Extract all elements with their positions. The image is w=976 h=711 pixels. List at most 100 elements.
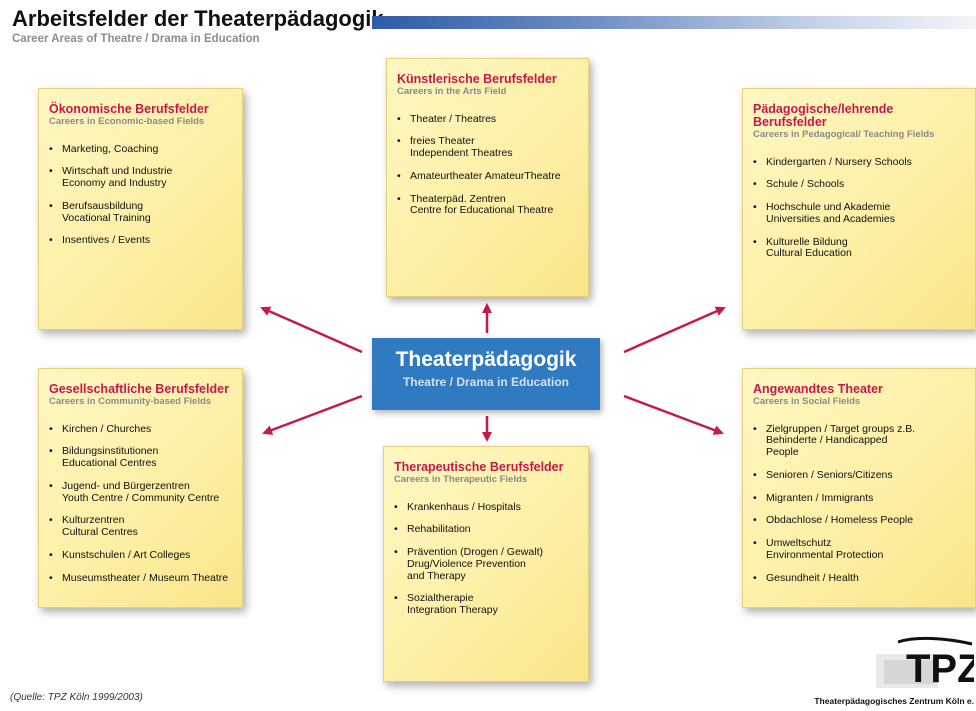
arrow-to-oekonomische [260,306,363,354]
box-list: Kirchen / ChurchesBildungsinstitutionenE… [49,422,232,585]
list-item-line: Museumstheater / Museum Theatre [62,571,229,584]
box-angewandtes-theater: Angewandtes Theater Careers in Social Fi… [742,368,976,608]
list-item-line: Krankenhaus / Hospitals [407,500,521,513]
list-item-line: Wirtschaft und Industrie [62,165,173,178]
tpz-logo: TPZ [876,636,974,691]
list-item: Kunstschulen / Art Colleges [49,548,232,562]
box-list: Theater / Theatres freies TheaterIndepend… [397,112,578,218]
box-list: Marketing, CoachingWirtschaft und Indust… [49,142,232,248]
list-item-line: Zielgruppen / Target groups z.B. [766,422,916,435]
list-item-line: Theater / Theatres [410,112,497,125]
list-item-line: Youth Centre / Community Centre [62,491,220,504]
list-item: Gesundheit / Health [753,572,965,585]
list-item: Obdachlose / Homeless People [753,515,965,527]
list-item: Rehabilitation [394,524,578,536]
box-oekonomische-berufsfelder: Ökonomische Berufsfelder Careers in Econ… [38,88,243,330]
box-subtitle: Careers in Economic-based Fields [49,116,205,128]
list-item: Theater / Theatres [397,112,578,126]
list-item-line: Hochschule und Akademie [766,201,891,214]
box-title: Pädagogische/lehrende Berufsfelder [753,102,894,130]
list-item-line: Kulturzentren [62,514,125,527]
arrow-to-gesellschaftliche [262,394,363,435]
list-item-line: Theaterpäd. Zentren [410,192,506,205]
list-item-line: Integration Therapy [407,604,498,617]
list-item-line: Behinderte / Handicapped [766,434,888,447]
list-item: Insentives / Events [49,235,232,247]
list-item-line: Centre for Educational Theatre [410,204,554,217]
list-item: Kirchen / Churches [49,422,232,436]
source-note: (Quelle: TPZ Köln 1999/2003) [10,692,143,703]
list-item: Kindergarten / Nursery Schools [753,155,965,169]
page-title: Arbeitsfelder der Theaterpädagogik [12,6,384,31]
list-item-line: Insentives / Events [62,234,151,247]
list-item-line: freies Theater [410,135,475,148]
list-item-line: Umweltschutz [766,537,832,550]
list-item-line: Independent Theatres [410,147,513,160]
box-kuenstlerische-berufsfelder: Künstlerische Berufsfelder Careers in th… [386,58,589,297]
list-item-line: Universities and Academies [766,212,895,225]
list-item-line: Kirchen / Churches [62,422,152,435]
box-title: Angewandtes Theater [753,382,883,396]
page-subtitle: Career Areas of Theatre / Drama in Educa… [12,33,260,45]
center-box-theaterpaedagogik: Theaterpädagogik Theatre / Drama in Educ… [372,338,600,410]
list-item-line: Environmental Protection [766,548,884,561]
center-title: Theaterpädagogik [395,348,577,371]
list-item-line: Cultural Centres [62,526,138,539]
list-item-line: Sozialtherapie [407,592,474,605]
list-item-line: and Therapy [407,569,466,582]
list-item-line: Migranten / Immigrants [766,491,874,504]
box-therapeutische-berufsfelder: Therapeutische Berufsfelder Careers in T… [383,446,589,682]
list-item: Amateurtheater AmateurTheatre [397,170,578,183]
list-item-line: Drug/Violence Prevention [407,557,526,570]
list-item-line: Marketing, Coaching [62,142,159,155]
box-title: Gesellschaftliche Berufsfelder [49,382,229,396]
box-title: Therapeutische Berufsfelder [394,460,564,474]
box-subtitle: Careers in Social Fields [753,396,861,408]
list-item-line: Bildungsinstitutionen [62,445,159,458]
box-subtitle: Careers in Pedagogical/ Teaching Fields [753,129,935,141]
list-item: Prävention (Drogen / Gewalt)Drug/Violenc… [394,546,578,582]
list-item-line: Berufsausbildung [62,199,144,212]
list-item-line: Schule / Schools [766,178,845,191]
arrow-to-paedagogische [623,306,726,354]
box-subtitle: Careers in Community-based Fields [49,396,212,408]
list-item: Zielgruppen / Target groups z.B.Behinder… [753,422,965,459]
logo-caption: Theaterpädagogisches Zentrum Köln e. [814,696,974,706]
list-item-line: Kindergarten / Nursery Schools [766,155,912,168]
list-item-line: People [766,446,799,459]
list-item-line: Rehabilitation [407,523,471,536]
list-item-line: Economy and Industry [62,177,167,190]
box-subtitle: Careers in the Arts Field [397,86,507,98]
list-item-line: Cultural Education [766,247,852,260]
box-subtitle: Careers in Therapeutic Fields [394,474,528,486]
box-list: Zielgruppen / Target groups z.B.Behinder… [753,422,965,585]
list-item-line: Senioren / Seniors/Citizens [766,468,893,481]
list-item-line: Vocational Training [62,211,151,224]
list-item: Krankenhaus / Hospitals [394,500,578,514]
list-item: Marketing, Coaching [49,142,232,156]
list-item: Schule / Schools [753,179,965,191]
box-gesellschaftliche-berufsfelder: Gesellschaftliche Berufsfelder Careers i… [38,368,243,608]
box-title: Ökonomische Berufsfelder [49,102,209,116]
center-subtitle: Theatre / Drama in Education [402,375,570,389]
list-item-line: Jugend- und Bürgerzentren [62,479,190,492]
list-item-line: Educational Centres [62,457,157,470]
list-item-line: Kunstschulen / Art Colleges [62,548,191,561]
box-list: Krankenhaus / HospitalsRehabilitationPrä… [394,500,578,617]
list-item: Senioren / Seniors/Citizens [753,468,965,482]
list-item-line: Prävention (Drogen / Gewalt) [407,546,543,559]
box-paedagogische-berufsfelder: Pädagogische/lehrende Berufsfelder Caree… [742,88,976,330]
list-item-line: Kulturelle Bildung [766,235,848,248]
